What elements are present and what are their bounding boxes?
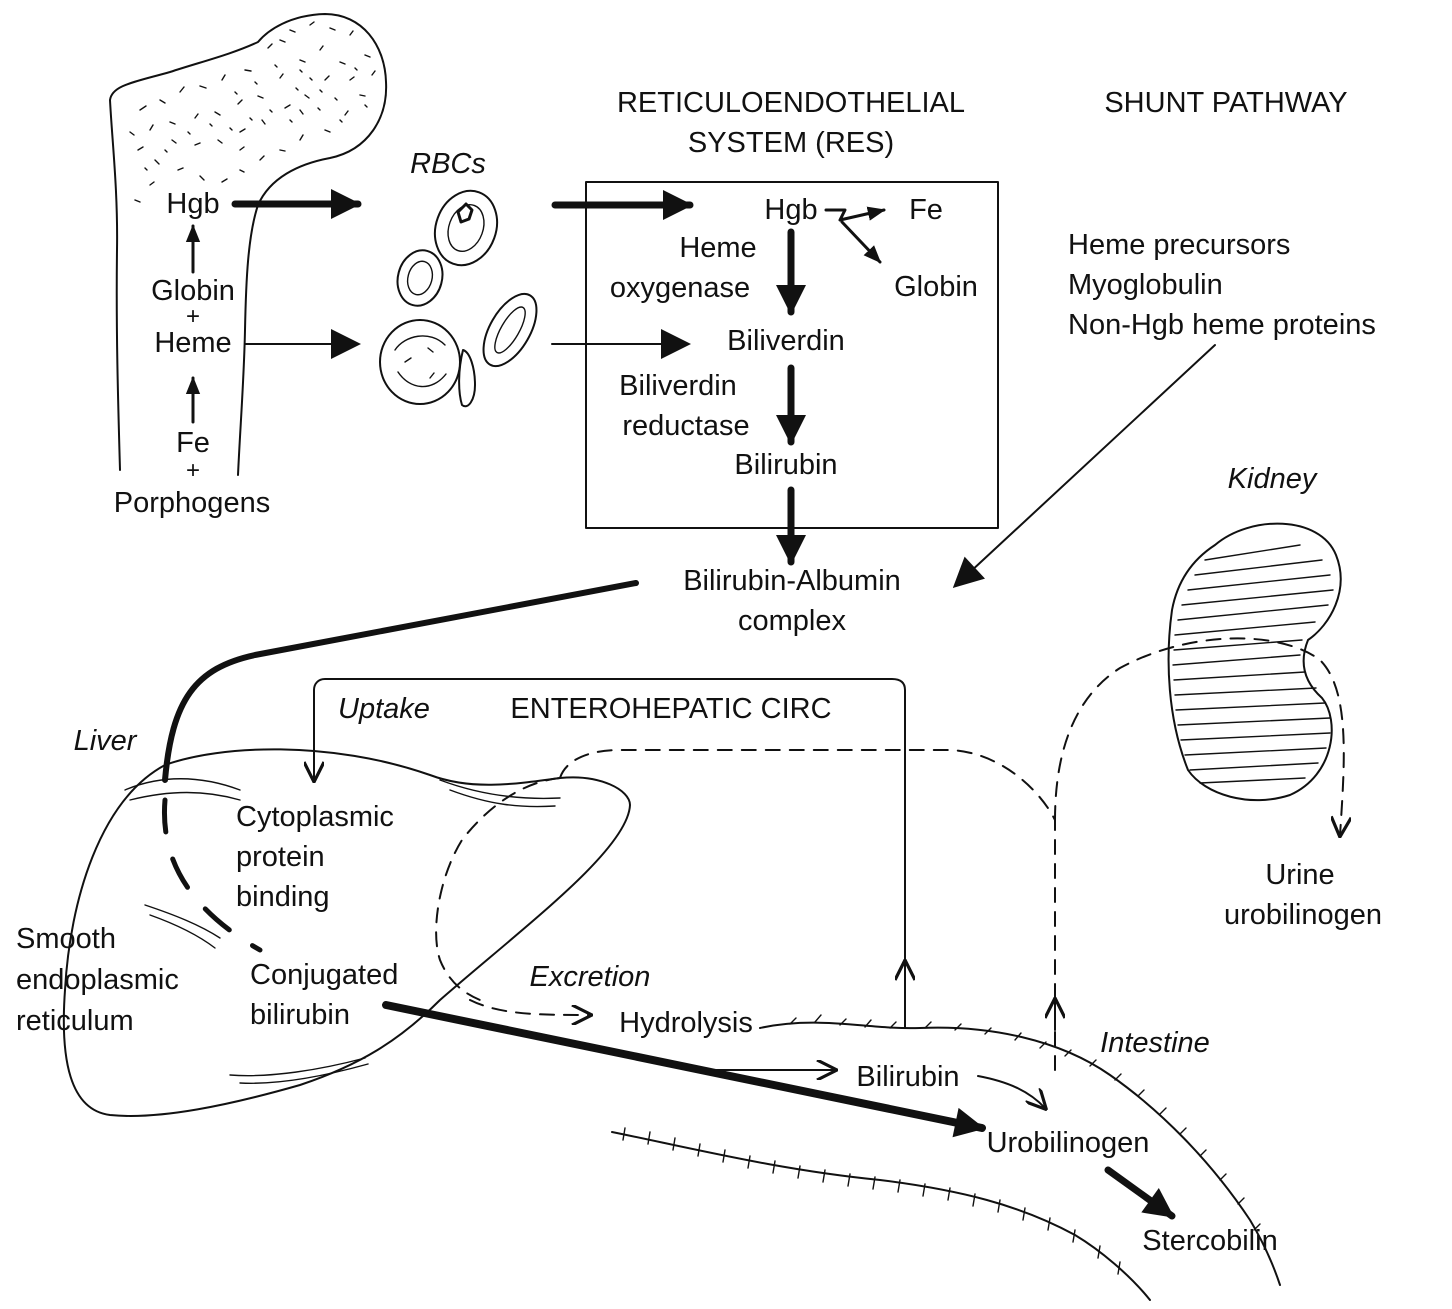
heme-oxygenase-line2: oxygenase xyxy=(610,272,750,304)
urobilinogen-label: Urobilinogen xyxy=(987,1127,1150,1159)
conjugated-bilirubin-line1: Conjugated xyxy=(250,959,398,991)
enterohepatic-circ-label: ENTEROHEPATIC CIRC xyxy=(510,693,831,725)
uptake-label: Uptake xyxy=(338,693,430,725)
hydrolysis-label: Hydrolysis xyxy=(619,1007,753,1039)
cytoplasmic-binding-line1: Cytoplasmic xyxy=(236,801,394,833)
res-globin-label: Globin xyxy=(894,271,978,303)
kidney-drawing xyxy=(1169,524,1341,801)
ser-line2: endoplasmic xyxy=(16,964,179,996)
kidney-hatching xyxy=(1173,545,1333,783)
bone-heme-label: Heme xyxy=(154,327,231,359)
complex-line1: Bilirubin-Albumin xyxy=(683,565,901,597)
ser-line1: Smooth xyxy=(16,923,116,955)
cytoplasmic-binding-line3: binding xyxy=(236,881,330,913)
stercobilin-label: Stercobilin xyxy=(1142,1225,1277,1257)
bone-fe-label: Fe xyxy=(176,427,210,459)
red-blood-cells-drawing xyxy=(380,182,547,406)
arrow-urobilinogen-to-stercobilin xyxy=(1108,1170,1172,1216)
conjugated-bilirubin-line2: bilirubin xyxy=(250,999,350,1031)
bone-plus-sign-1: + xyxy=(186,303,200,330)
urine-urobilinogen-line1: Urine xyxy=(1265,859,1334,891)
intestine-label: Intestine xyxy=(1100,1027,1210,1059)
res-fe-label: Fe xyxy=(909,194,943,226)
res-title-line2: SYSTEM (RES) xyxy=(688,127,894,159)
res-title-line1: RETICULOENDOTHELIAL xyxy=(617,87,965,119)
ser-line3: reticulum xyxy=(16,1005,134,1037)
heme-oxygenase-line1: Heme xyxy=(679,232,756,264)
complex-line2: complex xyxy=(738,605,846,637)
arrow-bilirubin-to-urobilinogen xyxy=(978,1076,1045,1108)
bone-hgb-label: Hgb xyxy=(166,188,219,220)
cytoplasmic-binding-line2: protein xyxy=(236,841,325,873)
shunt-item-non-hgb-heme-proteins: Non-Hgb heme proteins xyxy=(1068,309,1376,341)
res-hgb-label: Hgb xyxy=(764,194,817,226)
bone-trabecular-texture xyxy=(130,22,375,202)
bone-plus-sign-2: + xyxy=(186,457,200,484)
intestine-bilirubin-label: Bilirubin xyxy=(856,1061,959,1093)
arrow-hgb-to-globin xyxy=(842,222,880,262)
biliverdin-reductase-line1: Biliverdin xyxy=(619,370,737,402)
biliverdin-reductase-line2: reductase xyxy=(622,410,749,442)
bone-speckles xyxy=(145,65,367,170)
bone-marrow-drawing xyxy=(110,14,386,475)
arrow-shunt-to-complex xyxy=(955,345,1215,586)
arrow-hgb-to-fe xyxy=(826,210,884,220)
shunt-pathway-title: SHUNT PATHWAY xyxy=(1104,87,1347,119)
kidney-label: Kidney xyxy=(1228,463,1318,495)
dashed-to-kidney xyxy=(1055,638,1344,835)
liver-label: Liver xyxy=(74,725,138,757)
bone-porphogens-label: Porphogens xyxy=(114,487,270,519)
excretion-label: Excretion xyxy=(530,961,651,993)
rbcs-label: RBCs xyxy=(410,148,486,180)
shunt-item-heme-precursors: Heme precursors xyxy=(1068,229,1290,261)
res-bilirubin-label: Bilirubin xyxy=(734,449,837,481)
urine-urobilinogen-line2: urobilinogen xyxy=(1224,899,1382,931)
res-biliverdin-label: Biliverdin xyxy=(727,325,845,357)
shunt-item-myoglobulin: Myoglobulin xyxy=(1068,269,1223,301)
arrow-excretion-to-hydrolysis xyxy=(470,1000,590,1015)
